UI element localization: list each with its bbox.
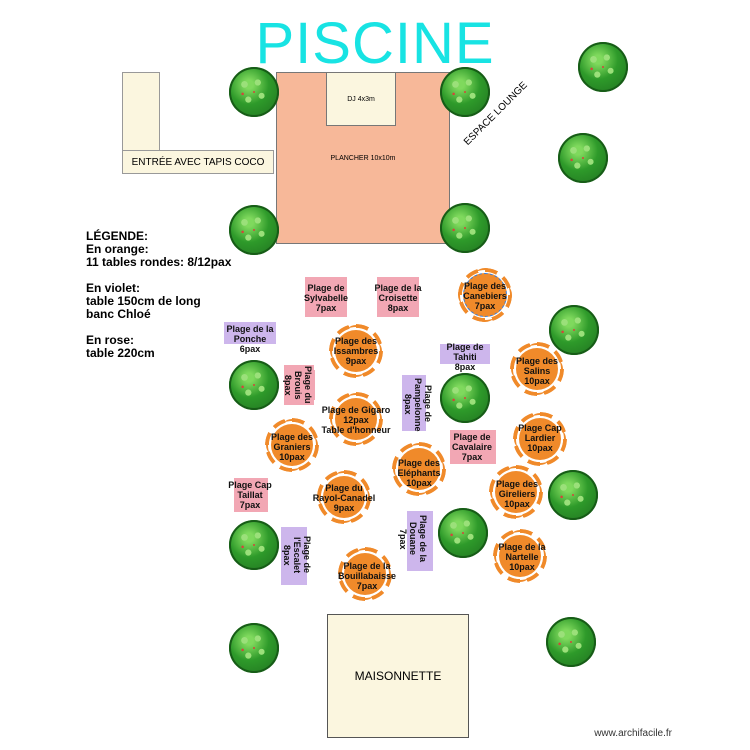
round-table[interactable] [335,398,377,440]
pool-title: PISCINE [255,11,495,76]
cabin-building: MAISONNETTE [327,614,469,738]
entrance-label-box: ENTRÉE AVEC TAPIS COCO [122,150,274,174]
round-table[interactable] [463,273,507,317]
round-table[interactable] [271,424,313,466]
tree-icon [546,617,596,667]
dj-booth-label: DJ 4x3m [347,95,375,103]
tree-icon [548,470,598,520]
legend-orange-desc: 11 tables rondes: 8/12pax [86,255,232,269]
table-shape [224,322,276,344]
legend-violet-desc-1: table 150cm de long [86,294,201,308]
round-table[interactable] [499,535,541,577]
entrance-label: ENTRÉE AVEC TAPIS COCO [131,156,265,168]
tree-icon [558,133,608,183]
tree-icon [229,67,279,117]
site-credit: www.archifacile.fr [594,728,672,739]
tree-icon [229,360,279,410]
tree-icon [229,205,279,255]
round-table[interactable] [344,553,386,595]
legend-violet-label: En violet: [86,281,141,295]
tree-icon [229,623,279,673]
round-table[interactable] [519,418,561,460]
table-shape [402,375,426,431]
dj-booth: DJ 4x3m [326,72,396,126]
tree-icon [440,373,490,423]
table-shape [440,344,490,364]
tree-icon [440,67,490,117]
round-table[interactable] [495,471,537,513]
dance-floor-label: PLANCHER 10x10m [330,155,396,162]
round-table[interactable] [335,330,377,372]
entrance-path [122,72,160,152]
table-shape [305,277,347,317]
tree-icon [438,508,488,558]
tree-icon [229,520,279,570]
table-shape [303,370,315,400]
tree-icon [578,42,628,92]
legend: LÉGENDE: En orange: 11 tables rondes: 8/… [86,230,231,360]
legend-violet-desc-2: banc Chloé [86,307,151,321]
table-shape [407,511,433,571]
tree-icon [549,305,599,355]
table-shape [234,478,268,512]
round-table[interactable] [323,476,365,518]
legend-rose-desc: table 220cm [86,346,155,360]
legend-heading: LÉGENDE: [86,229,149,243]
legend-orange-label: En orange: [86,242,149,256]
tree-icon [440,203,490,253]
cabin-label: MAISONNETTE [354,669,442,683]
table-shape [377,277,419,317]
table-shape [281,527,307,585]
round-table[interactable] [398,448,440,490]
legend-rose-label: En rose: [86,333,135,347]
table-shape [450,430,496,464]
round-table[interactable] [516,348,558,390]
